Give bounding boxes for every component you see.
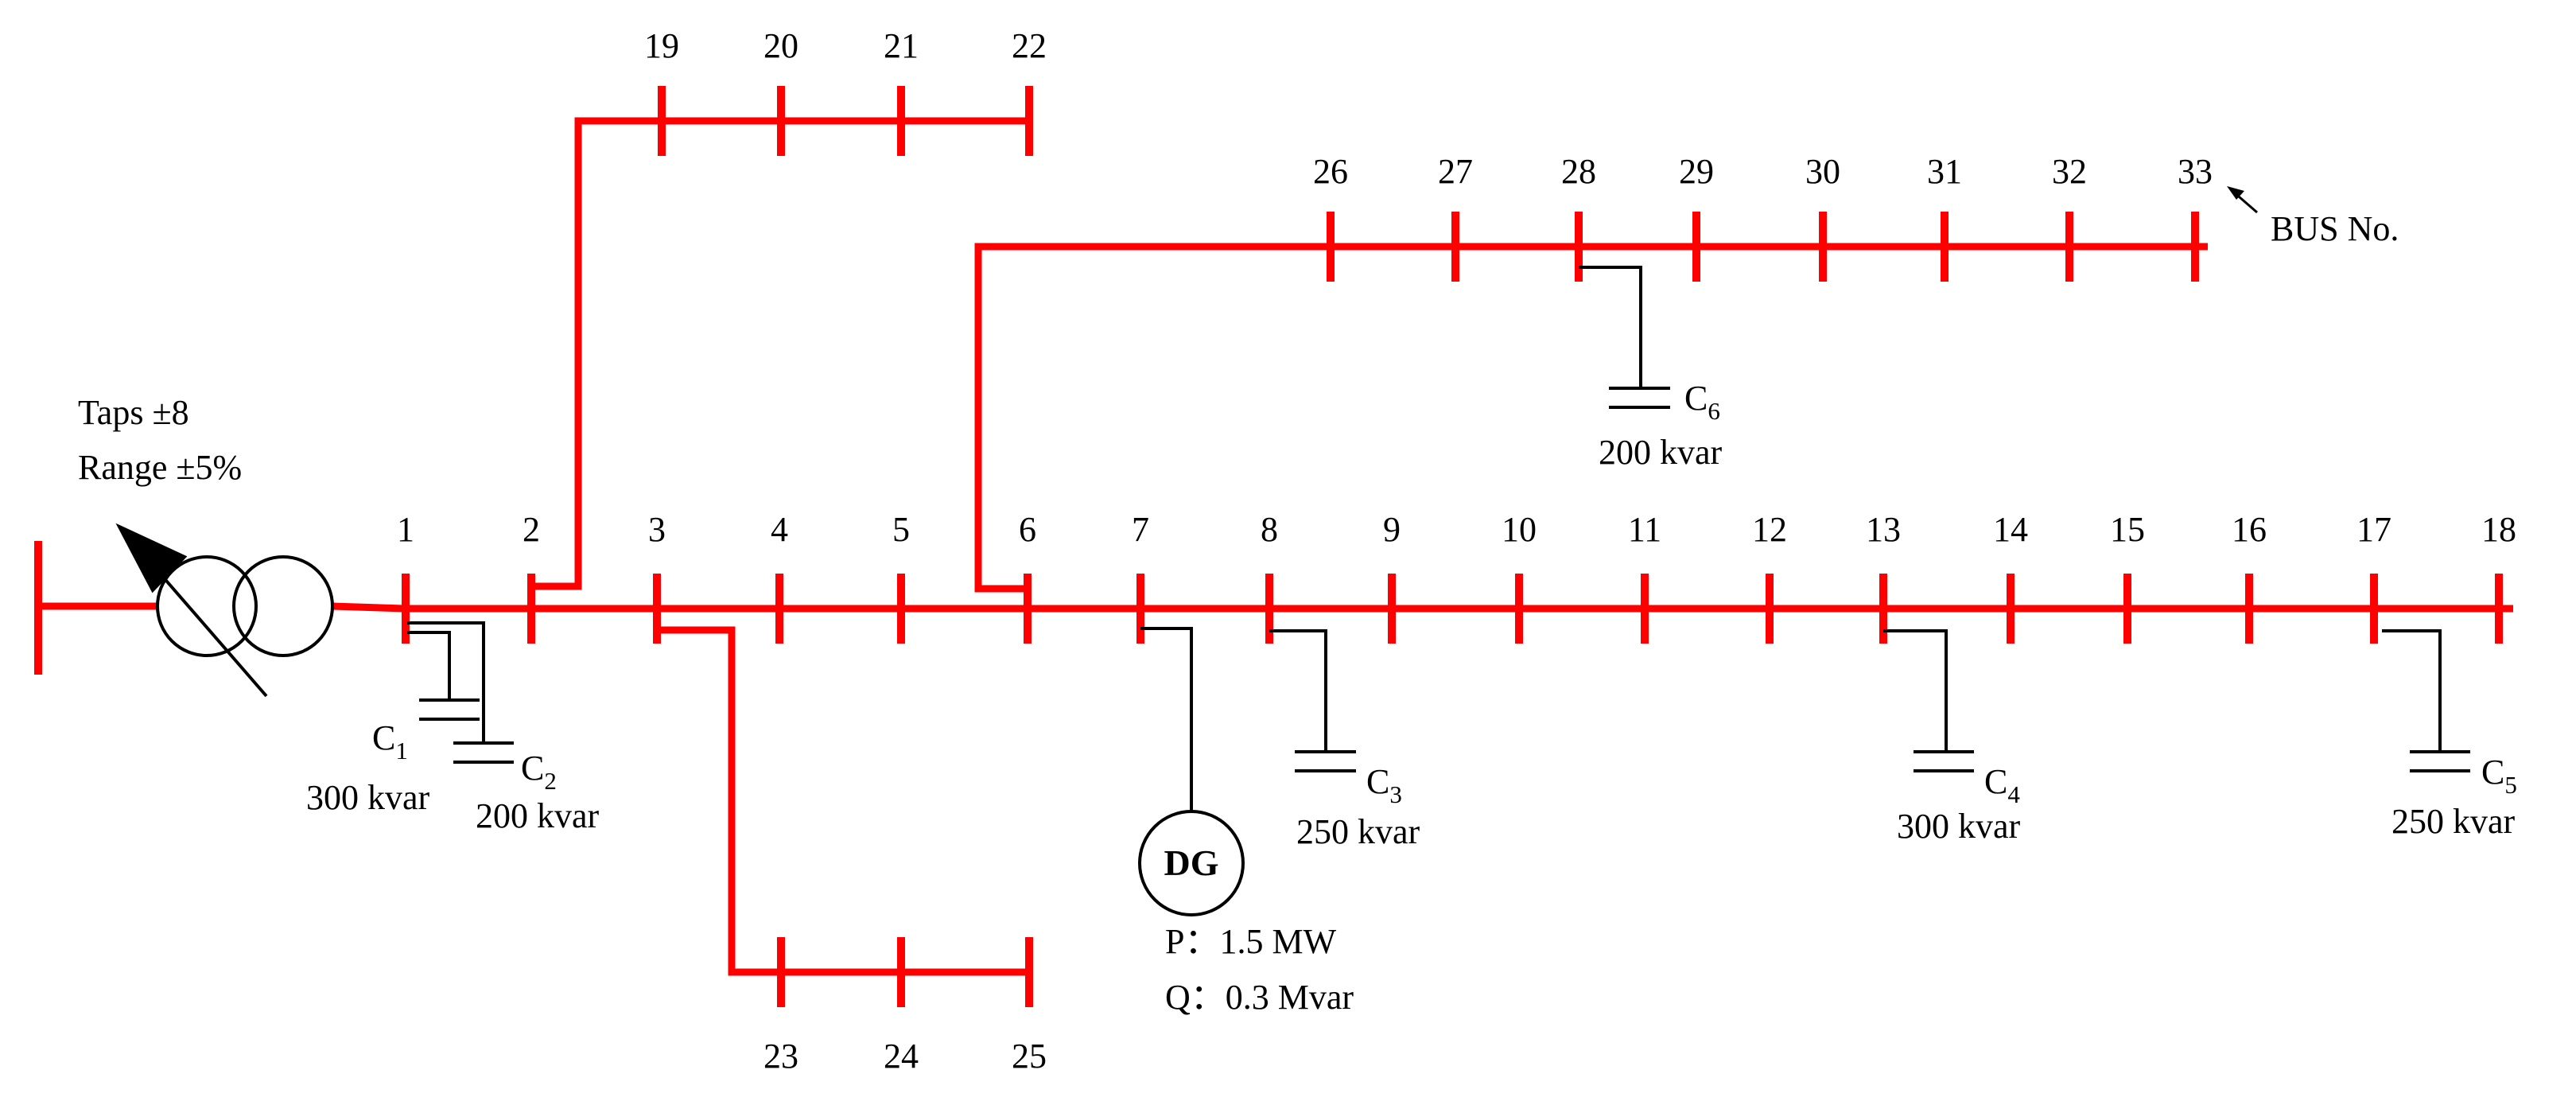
- transformer-range-text: Range ±5%: [78, 448, 242, 487]
- transformer-winding-secondary: [232, 555, 334, 657]
- capacitor-c6: [1579, 266, 1670, 409]
- bus-18-label: 18: [2481, 510, 2516, 549]
- bus-10-label: 10: [1502, 510, 1537, 549]
- dg-label: DG: [1164, 842, 1219, 883]
- bus-23-label: 23: [763, 1037, 798, 1076]
- bus-28-label: 28: [1561, 152, 1596, 191]
- bus-20-label: 20: [763, 26, 798, 65]
- bus-31-label: 31: [1927, 152, 1962, 191]
- dg-active-power: P：1.5 MW: [1165, 922, 1337, 961]
- bus-number-label: BUS No.: [2271, 209, 2399, 248]
- capacitor-c1-rating: 300 kvar: [306, 778, 430, 817]
- bus-2-label: 2: [523, 510, 540, 549]
- capacitor-c5-label: C5: [2481, 753, 2517, 799]
- bus-27-label: 27: [1438, 152, 1473, 191]
- transformer-taps-text: Taps ±8: [78, 393, 189, 432]
- capacitor-c3-label: C3: [1366, 762, 1402, 808]
- bus-15-label: 15: [2110, 510, 2145, 549]
- capacitor-c4-lead: [1883, 629, 1948, 752]
- capacitor-c5-rating: 250 kvar: [2391, 802, 2516, 841]
- capacitor-c1-label: C1: [372, 718, 408, 765]
- oltc-transformer: [115, 523, 334, 698]
- bus-24-label: 24: [884, 1037, 919, 1076]
- bus-number-arrow-head: [2227, 186, 2244, 200]
- bus-21-label: 21: [884, 26, 919, 65]
- tap-changer-arrow-shaft: [150, 562, 268, 698]
- bus-9-label: 9: [1383, 510, 1401, 549]
- capacitor-c2-rating: 200 kvar: [476, 796, 600, 835]
- bus-25-label: 25: [1012, 1037, 1047, 1076]
- lateral-23-25-line: [657, 626, 1029, 976]
- capacitor-c2-label: C2: [521, 749, 557, 795]
- capacitor-c4: [1883, 629, 1974, 772]
- capacitor-c6-rating: 200 kvar: [1599, 433, 1723, 472]
- capacitor-c3: [1269, 629, 1356, 772]
- lateral-26-33-line: [974, 243, 2208, 593]
- bus-8-label: 8: [1261, 510, 1278, 549]
- bus-12-label: 12: [1752, 510, 1787, 549]
- bus-11-label: 11: [1628, 510, 1661, 549]
- bus-17-label: 17: [2356, 510, 2391, 549]
- bus-30-label: 30: [1805, 152, 1840, 191]
- capacitor-c5-lead: [2382, 629, 2442, 752]
- distributed-generator: [1138, 627, 1245, 916]
- bus-16-label: 16: [2232, 510, 2267, 549]
- bus-3-label: 3: [648, 510, 666, 549]
- bus-number-annotation: BUS No.: [2227, 186, 2399, 248]
- capacitor-c6-lead: [1579, 266, 1642, 388]
- bus-7-label: 7: [1132, 510, 1149, 549]
- bus-1-label: 1: [397, 510, 414, 549]
- bus-33-label: 33: [2178, 152, 2213, 191]
- capacitor-c2-lead: [407, 621, 485, 743]
- tap-changer-arrow-head: [115, 523, 188, 593]
- bus-4-label: 4: [771, 510, 788, 549]
- bus-6-label: 6: [1019, 510, 1036, 549]
- capacitor-c1-c2: [407, 621, 514, 764]
- dg-reactive-power: Q：0.3 Mvar: [1165, 978, 1354, 1017]
- capacitor-c3-rating: 250 kvar: [1296, 812, 1420, 851]
- dg-lead: [1140, 627, 1193, 811]
- bus-19-label: 19: [644, 26, 679, 65]
- capacitor-c6-label: C6: [1684, 379, 1720, 425]
- capacitor-c3-lead: [1269, 629, 1327, 752]
- capacitor-c1-lead: [407, 631, 451, 700]
- bus-29-label: 29: [1679, 152, 1714, 191]
- bus-13-label: 13: [1866, 510, 1901, 549]
- capacitor-c5: [2382, 629, 2470, 772]
- bus-5-label: 5: [892, 510, 910, 549]
- transformer-winding-primary: [156, 555, 258, 657]
- capacitor-c4-label: C4: [1984, 762, 2020, 808]
- bus-22-label: 22: [1012, 26, 1047, 65]
- feeder-lines: [38, 117, 2513, 976]
- lateral-19-22-line: [531, 117, 1029, 590]
- capacitor-c4-rating: 300 kvar: [1897, 807, 2021, 846]
- bus-14-label: 14: [1993, 510, 2028, 549]
- dg-symbol: [1138, 810, 1245, 916]
- bus-26-label: 26: [1313, 152, 1348, 191]
- bus-32-label: 32: [2052, 152, 2087, 191]
- transformer-output-line: [332, 602, 406, 613]
